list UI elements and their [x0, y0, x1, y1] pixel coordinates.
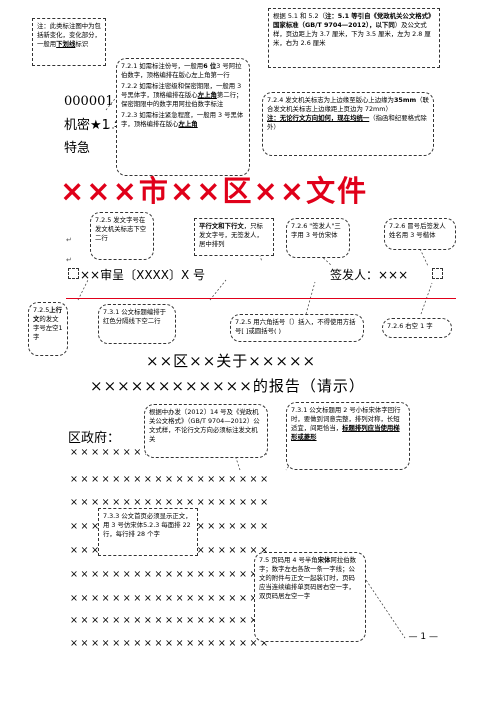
- report-title-line2: ××××××××××××的报告（请示）: [90, 377, 365, 395]
- callout-docnum-position: 7.2.5 发文字号在发文机关标志下空二行: [90, 212, 154, 260]
- body-line: ×××××××××××××××××××: [70, 497, 271, 508]
- callout-upward-docnum: 7.2.5上行文的发文字号左空1字: [28, 302, 68, 356]
- body-line: ×××××××××××××××××××: [70, 474, 271, 485]
- callout-page-number: 7.5 页码用 4 号半角宋体阿拉伯数字；数字左右各放一条一字线；公文的附件与正…: [254, 552, 366, 642]
- body-line: ×××××××××××××××××××: [70, 638, 271, 649]
- callout-parallel-downward: 平行文和下行文，只标发文字号，无签发人，居中排列: [194, 218, 274, 256]
- report-title-line1: ××区××关于×××××: [146, 352, 317, 370]
- callout-title-position: 7.3.1 公文标题编排于红色分隔线下空二行: [98, 304, 176, 344]
- paragraph-mark: ↵: [66, 256, 72, 264]
- paragraph-mark: ↵: [66, 236, 72, 244]
- callout-title-font: 7.3.1 公文标题用 2 号小标宋体字回行时，要做到词意完整，排列对称，长短适…: [286, 402, 410, 470]
- callout-issuing-authority: 根据中办发〔2012〕14 号及《党政机关公文格式》（GB/T 9704—201…: [144, 404, 268, 458]
- callout-margins: 根据 5.1 和 5.2（注：5.1 等引自《党政机关公文格式》国家标准（GB/…: [268, 8, 440, 68]
- callout-right-space: 7.2.6 右空 1 字: [382, 318, 452, 338]
- marker-box-left: [68, 268, 79, 279]
- secret-level: 机密★1 年: [64, 118, 128, 133]
- body-line: ×××××××××××××××××××: [70, 569, 271, 580]
- callout-masthead-position: 7.2.4 发文机关标志为上边缘至版心上边缘为35mm（联合发文机关标志上边缘距…: [262, 92, 434, 156]
- addressee: 区政府：: [68, 431, 121, 446]
- body-line: ×××××××××××××××××××: [70, 615, 271, 626]
- callout-copy-secret-urgency: 7.2.1 如需标注份号，一般用6 位3 号阿拉伯数字，顶格编排在版心左上角第一…: [116, 58, 250, 176]
- marker-box-right: [432, 268, 443, 279]
- body-line: ×××××××××××××××××××: [70, 593, 271, 604]
- callout-brackets: 7.2.5 用六角括号〔〕括入，不得使用方括号[ ]或圆括号( ): [230, 314, 364, 342]
- callout-body-layout: 7.3.3 公文首页必须显示正文，用 3 号仿宋体5.2.3 每面排 22 行，…: [98, 508, 198, 556]
- signer: 签发人：×××: [330, 268, 409, 282]
- callout-signer-label-font: 7.2.6 "签发人"三字用 3 号仿宋体: [286, 218, 350, 258]
- red-separator-line: [66, 298, 456, 299]
- callout-signer-name-font: 7.2.6 冒号后签发人姓名用 3 号楷体: [384, 218, 456, 250]
- copy-number: 000001: [64, 94, 114, 109]
- urgency-level: 特急: [64, 141, 91, 156]
- document-number: ××审呈〔XXXX〕X 号: [80, 268, 206, 282]
- masthead-title: ×××市××区××文件: [60, 174, 369, 208]
- callout-note-underline: 注：此类标注图中为包括新变化，变化部分，一般用下划线标识: [32, 18, 106, 66]
- page-number: — 1 —: [408, 632, 438, 642]
